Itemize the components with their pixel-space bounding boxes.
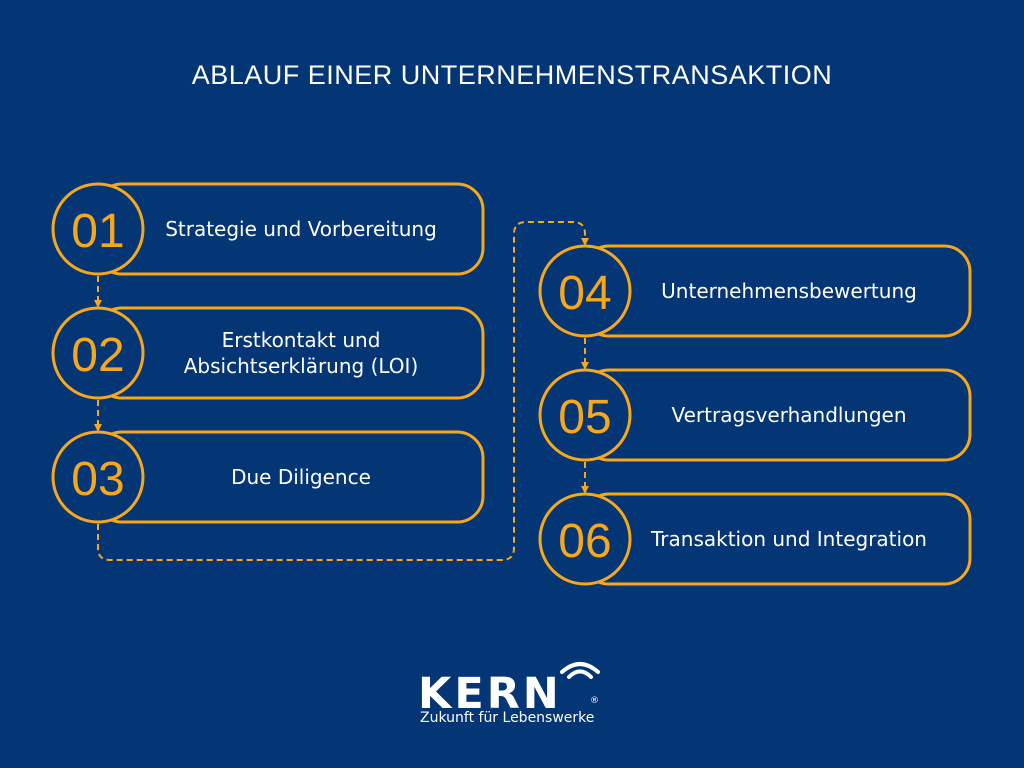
kern-logo: KERN ® Zukunft für Lebenswerke (418, 652, 608, 732)
step-04: 04 (538, 244, 972, 338)
logo-arc-icon (560, 662, 600, 679)
step-04-label: Unternehmensbewertung (661, 279, 917, 303)
step-01-label: Strategie und Vorbereitung (165, 217, 437, 241)
step-05: 05 (538, 368, 972, 462)
step-03-circle (51, 430, 145, 524)
logo-tagline: Zukunft für Lebenswerke (420, 710, 595, 726)
step-05-circle (538, 368, 632, 462)
step-04-number: 04 (558, 267, 611, 320)
step-01-number: 01 (71, 205, 124, 258)
step-05-number: 05 (558, 391, 611, 444)
diagram-title: ABLAUF EINER UNTERNEHMENSTRANSAKTION (191, 60, 833, 90)
step-02-label: Erstkontakt und Absichtserklärung (LOI) (183, 328, 419, 378)
step-06-label: Transaktion und Integration (651, 527, 927, 551)
logo-wordmark: KERN (418, 669, 562, 719)
step-02-circle (51, 306, 145, 400)
step-01: 01 (51, 182, 485, 276)
step-02-number: 02 (71, 329, 124, 382)
step-03-label: Due Diligence (231, 465, 371, 489)
connector-03-04 (97, 221, 589, 561)
step-06-circle (538, 492, 632, 586)
step-06-number: 06 (558, 515, 611, 568)
step-03: 03 (51, 430, 485, 524)
logo-registered-mark: ® (590, 696, 599, 706)
step-05-label: Vertragsverhandlungen (671, 403, 907, 427)
step-03-number: 03 (71, 453, 124, 506)
step-06: 06 (538, 492, 972, 586)
step-01-circle (51, 182, 145, 276)
step-04-circle (538, 244, 632, 338)
step-02: 02 (51, 306, 485, 400)
